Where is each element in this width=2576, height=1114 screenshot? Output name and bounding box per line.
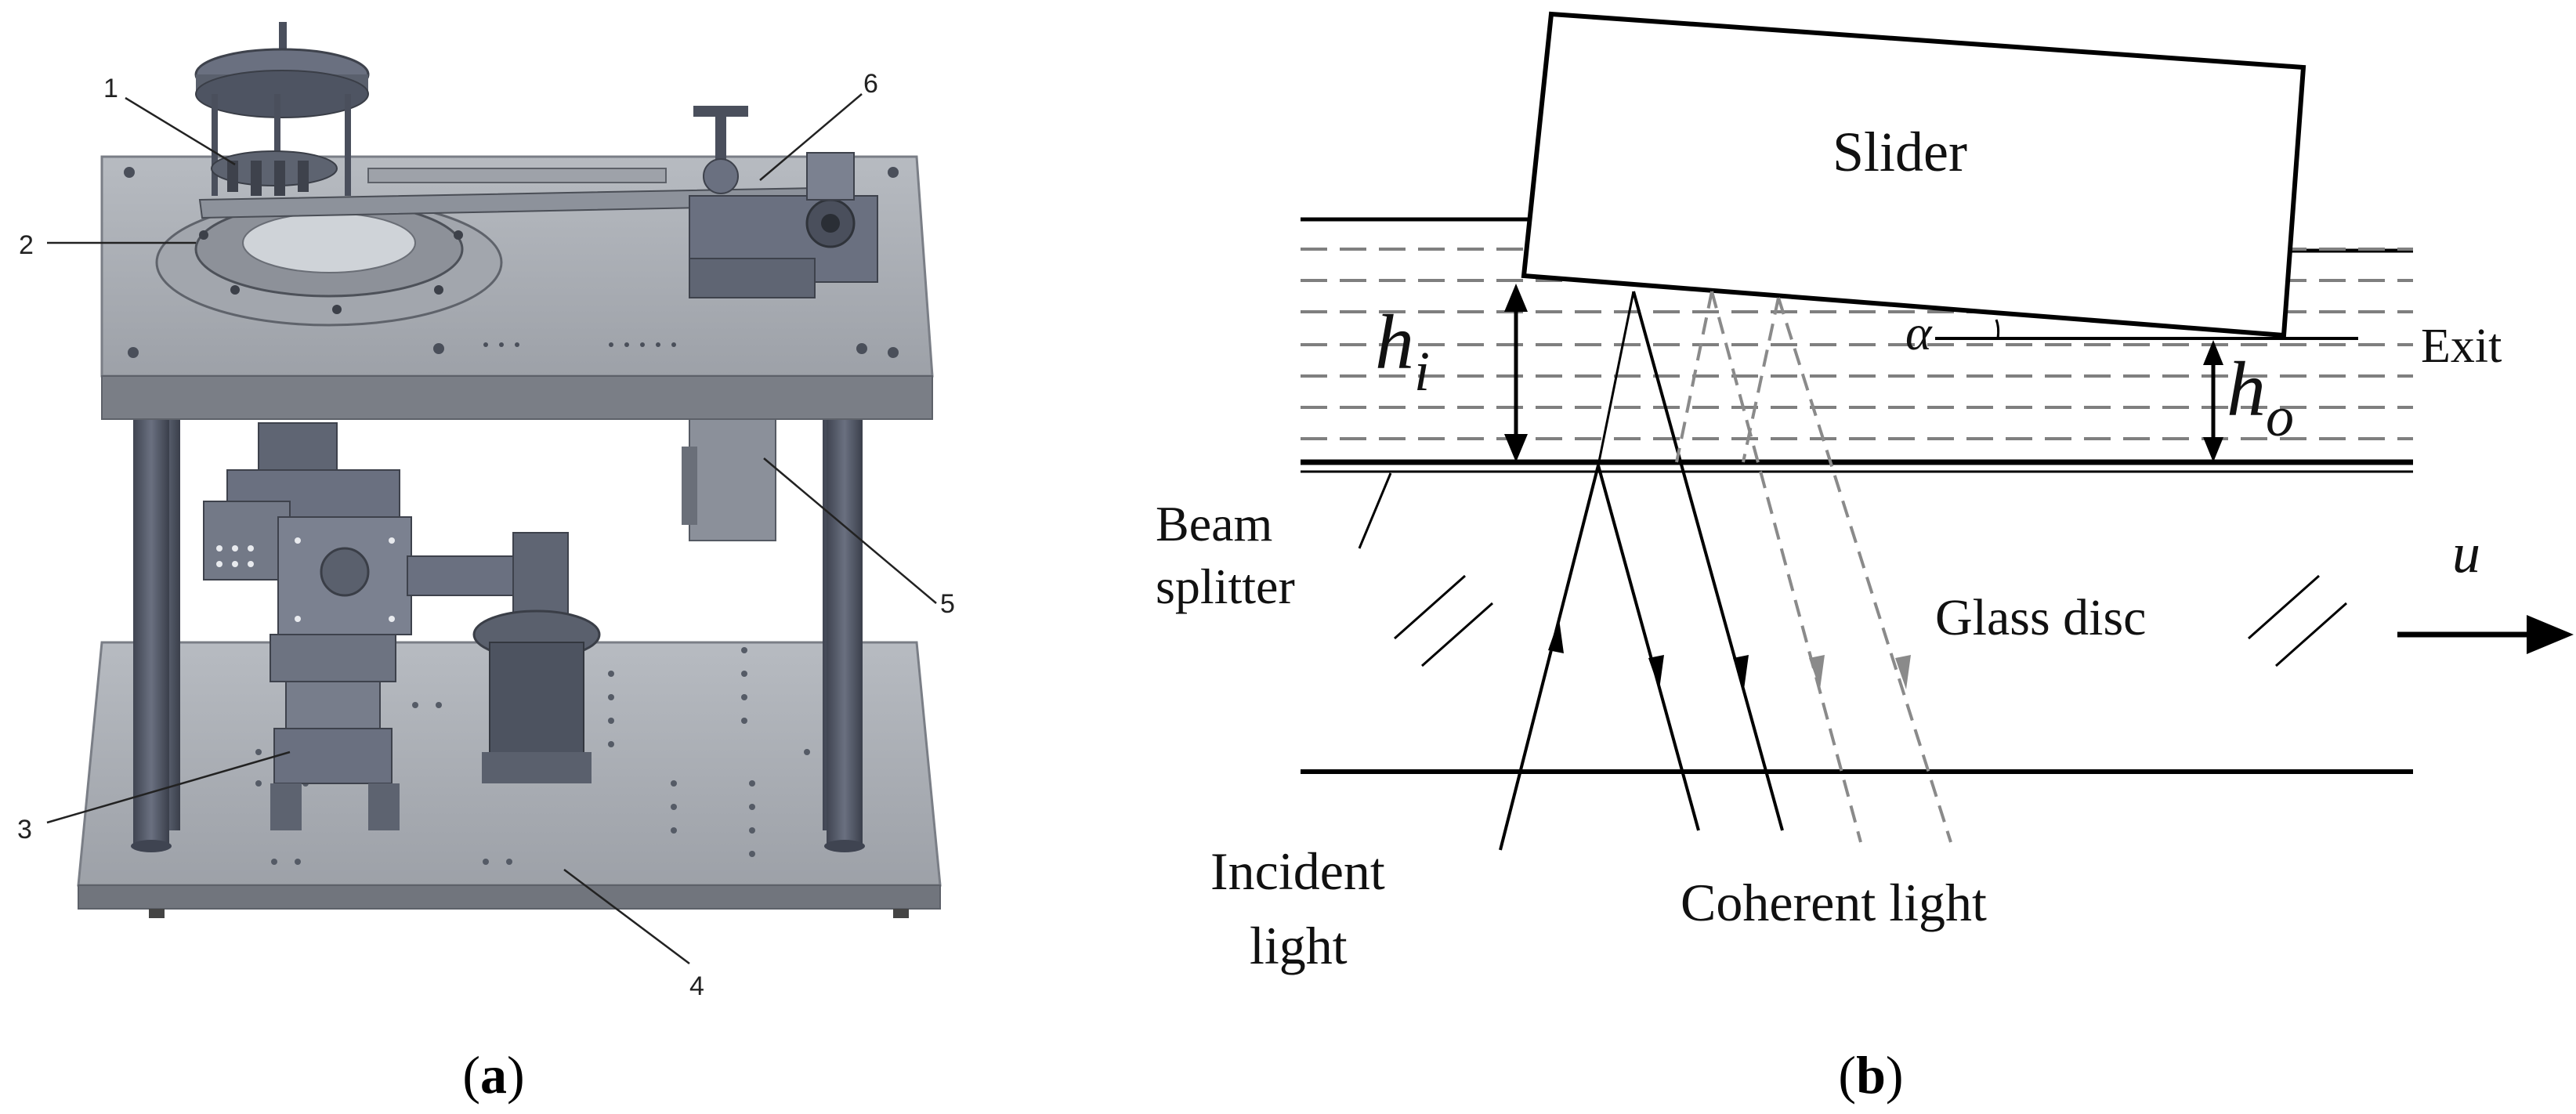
top-plate-holes [124,167,899,358]
drive-arm [407,555,534,596]
motor-base [482,752,592,783]
beam-splitter-label-1: Beam [1156,496,1272,552]
outlet-gap-label: ho [2227,345,2294,448]
inlet-gap-arrowhead-top [1504,284,1528,312]
outlet-gap-arrowhead-bottom [2203,437,2223,462]
callout-numbers: 1 2 3 4 5 6 [17,69,955,1001]
glass-disc-label: Glass disc [1935,589,2146,646]
callout-2: 2 [19,230,34,260]
glass-disc-hatch-right [2248,574,2347,667]
dashed-ray-2-arrowhead [1895,655,1911,689]
leg-front-right [827,407,863,846]
caption-b: (b) [1838,1045,1903,1105]
glass-disc [242,212,416,273]
upper-motor [689,407,776,541]
leg-front-left [133,407,169,846]
callout-6: 6 [863,69,878,99]
beam-splitter-leader [1358,472,1392,549]
tilt-angle-label: α [1905,305,1933,360]
callout-1: 1 [103,74,118,103]
callout-leaders [46,93,937,964]
callout-4: 4 [689,971,704,1001]
upper-motor-mount [682,447,697,525]
caption-b-letter: b [1856,1045,1886,1105]
drive-gearbox [512,532,569,620]
loading-assembly [194,22,370,196]
bottom-plate-foot-left [149,909,165,918]
incident-label-1: Incident [1210,841,1385,901]
beam-splitter-label-2: splitter [1156,559,1295,614]
incident-label-2: light [1250,916,1348,975]
incident-ray-arrowhead [1548,619,1564,653]
xyz-positioning-stage [203,422,412,830]
caption-a-letter: a [480,1045,507,1105]
lever-slot [367,168,667,183]
slider-label: Slider [1833,121,1967,183]
leg-foot-right [824,840,865,852]
incident-ray-upper [1597,291,1635,466]
reflected-ray-2-arrowhead [1733,655,1749,689]
dashed-rays [1675,291,1952,843]
velocity-arrowhead [2527,615,2574,654]
callout-5: 5 [940,589,955,619]
inlet-gap-label: hi [1375,298,1430,403]
outlet-gap-arrowhead-top [2203,340,2223,365]
callout-3: 3 [17,815,32,845]
reflected-ray-1 [1597,465,1700,831]
velocity-label: u [2452,522,2480,584]
incident-ray [1499,465,1600,851]
tilt-angle-arc [1995,319,2000,339]
glass-disc-hatch-left [1394,574,1493,667]
dashed-ray-1-arrowhead [1809,655,1825,689]
reflected-ray-1-arrowhead [1648,655,1664,689]
slider-block [1521,11,2306,338]
bottom-plate-front [78,884,941,910]
coherent-label: Coherent light [1681,873,1987,932]
inlet-gap-arrowhead-bottom [1504,434,1528,462]
leg-foot-left [131,840,172,852]
reflected-ray-2 [1632,291,1784,831]
panel-a-rig-illustration: 1 2 3 4 5 6 [17,22,955,1001]
panel-b-schematic: Slider hi ho α Exit Beam splitter Glass … [1156,11,2574,975]
exit-label: Exit [2421,320,2502,373]
bottom-plate-foot-right [893,909,909,918]
load-adjust-block [689,106,878,298]
top-plate-front [101,375,933,420]
caption-a: (a) [462,1045,524,1105]
